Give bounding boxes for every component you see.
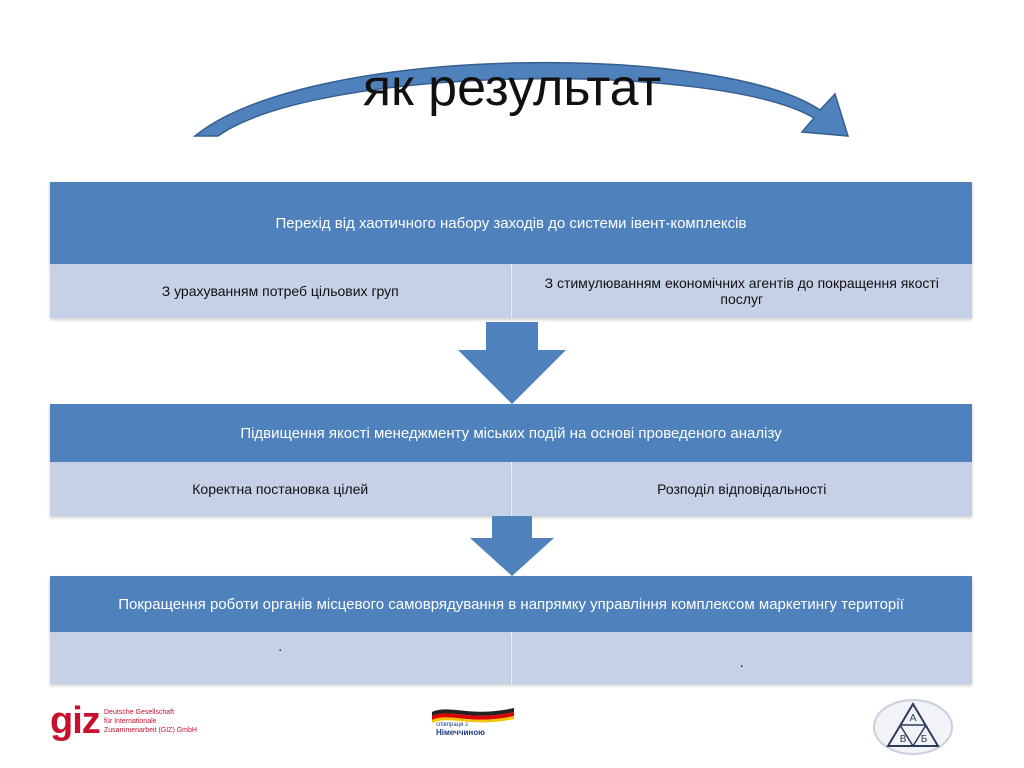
giz-text-line: Zusammenarbeit (GIZ) GmbH [104, 727, 197, 734]
sub-item: Розподіл відповідальності [511, 462, 972, 516]
emblem-letter-v: В [900, 734, 907, 745]
sub-item: . [511, 632, 972, 684]
cooperation-text-line: Німеччиною [436, 728, 485, 737]
step-header-2: Підвищення якості менеджменту міських по… [50, 404, 972, 462]
step-block-2: Підвищення якості менеджменту міських по… [50, 404, 972, 516]
step-header-1: Перехід від хаотичного набору заходів до… [50, 182, 972, 264]
giz-mark: giz [50, 700, 101, 742]
triangle-emblem-icon: А В Б [873, 699, 953, 755]
flag-wave-icon [432, 708, 514, 723]
curved-arrow-icon [192, 61, 850, 137]
page-title: як результат [362, 59, 662, 117]
abv-logo: А В Б [872, 698, 954, 756]
cooperation-logo: співпраця з Німеччиною [430, 704, 516, 744]
step-block-1: Перехід від хаотичного набору заходів до… [50, 182, 972, 322]
cooperation-text-line: співпраця з [436, 722, 468, 728]
down-arrow-icon [470, 516, 554, 576]
giz-text-line: Deutsche Gesellschaft [104, 709, 175, 716]
down-arrow-icon [458, 322, 566, 404]
step-subrow-2: Коректна постановка цілей Розподіл відпо… [50, 462, 972, 516]
step-block-3: Покращення роботи органів місцевого само… [50, 576, 972, 684]
sub-item: . [50, 632, 512, 684]
giz-text: Deutsche Gesellschaft für Internationale… [104, 708, 197, 735]
emblem-letter-a: А [910, 713, 917, 724]
step-subrow-3: . . [50, 632, 972, 684]
giz-logo: giz Deutsche Gesellschaft für Internatio… [50, 702, 250, 742]
step-header-3: Покращення роботи органів місцевого само… [50, 576, 972, 632]
emblem-letter-b: Б [921, 734, 928, 745]
giz-text-line: für Internationale [104, 718, 157, 725]
sub-item: Коректна постановка цілей [50, 462, 512, 516]
step-subrow-1: З урахуванням потреб цільових груп З сти… [50, 264, 972, 318]
cooperation-text: співпраця з Німеччиною [436, 722, 485, 737]
sub-item: З урахуванням потреб цільових груп [50, 264, 512, 318]
sub-item: З стимулюванням економічних агентів до п… [511, 264, 972, 318]
